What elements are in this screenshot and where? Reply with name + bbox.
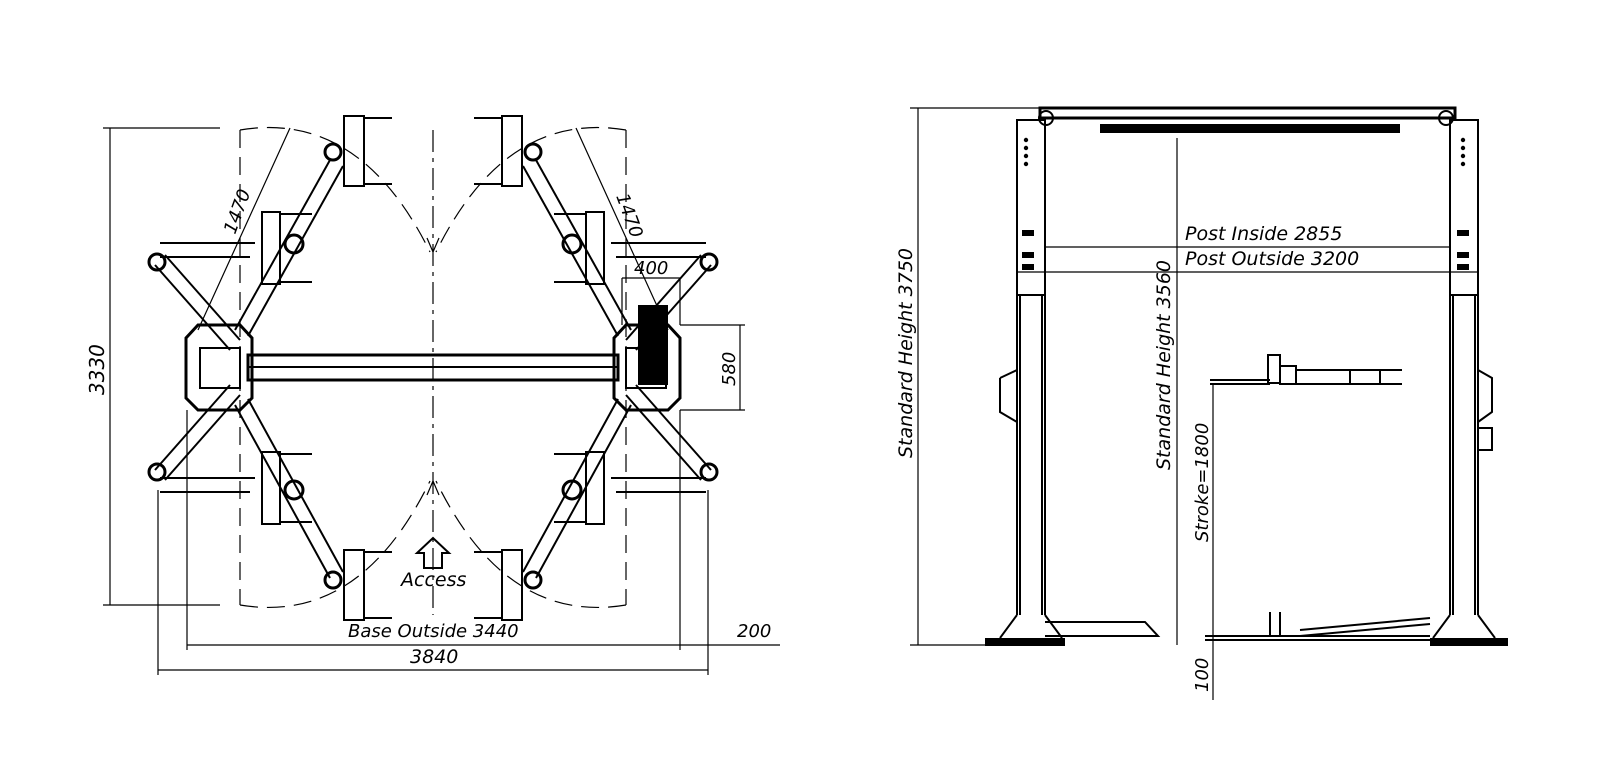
dim-200-label: 200: [737, 621, 771, 642]
raised-arm: [1210, 354, 1402, 385]
access-label: Access: [399, 569, 466, 591]
lift-arms: [154, 159, 712, 579]
dim-580-label: 580: [719, 352, 740, 386]
right-column-motor: [638, 305, 668, 385]
center-arrow-bottom: [426, 479, 440, 496]
front-dimension-lines: [910, 107, 1478, 700]
left-column-base: [184, 323, 254, 412]
dim-3330-label: 3330: [85, 344, 109, 395]
min-height-100-label: 100: [1192, 658, 1213, 692]
dim-1470-right-label: 1470: [611, 191, 646, 241]
top-right-pulley: [1438, 110, 1454, 126]
left-base-plate: [985, 638, 1065, 646]
center-arrow-top: [426, 237, 440, 254]
lift-pads: [147, 115, 719, 621]
swing-arc-top-left: [239, 126, 431, 253]
right-column-base: [612, 323, 682, 412]
post-inside-label: Post Inside 2855: [1185, 223, 1342, 245]
left-post-holes: [1022, 137, 1034, 270]
dim-3840-label: 3840: [410, 646, 458, 668]
standard-height-3560-label: Standard Height 3560: [1153, 260, 1175, 470]
right-post-holes: [1457, 137, 1469, 270]
top-beam: [1038, 106, 1457, 120]
lowered-arms: [1045, 612, 1431, 641]
front-view: Post Inside 2855 Post Outside 3200 Stand…: [895, 106, 1508, 700]
swing-arc-bottom-left: [239, 480, 431, 609]
top-view: 3330 1470 1470 400 580 Access Base Outsi…: [85, 115, 780, 675]
standard-height-3750-label: Standard Height 3750: [895, 248, 917, 458]
post-outside-label: Post Outside 3200: [1185, 248, 1359, 270]
overhead-bar: [1100, 124, 1400, 133]
swing-arc-bottom-right: [435, 480, 627, 609]
access-arrow-icon: [414, 536, 452, 569]
dim-400-label: 400: [634, 258, 668, 279]
top-dimension-lines: [103, 127, 780, 675]
left-post: [999, 119, 1063, 639]
swing-arc-top-right: [435, 126, 627, 253]
left-column-post: [199, 347, 241, 389]
stroke-label: Stroke=1800: [1192, 423, 1213, 542]
right-base-plate: [1430, 638, 1508, 646]
dim-base-outside-label: Base Outside 3440: [348, 621, 519, 642]
dim-1470-left-label: 1470: [220, 186, 255, 236]
right-post: [1432, 119, 1496, 639]
